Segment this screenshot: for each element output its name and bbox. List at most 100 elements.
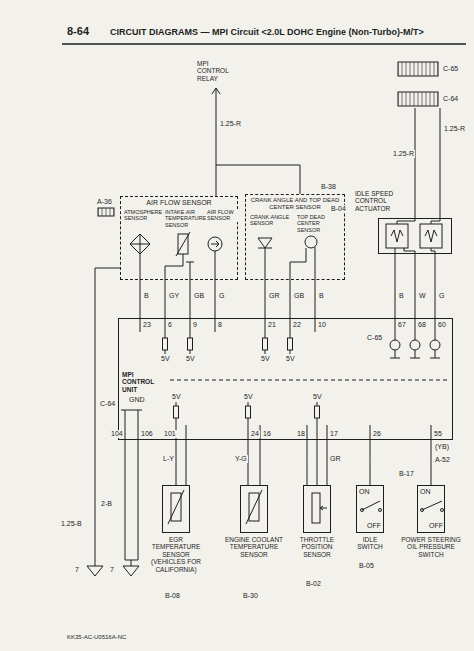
wire-label: B-30 [242,592,259,600]
driver-transistor [390,340,400,350]
wire-label: 5V [160,355,171,363]
page-title: CIRCUIT DIAGRAMS — MPI Circuit <2.0L DOH… [110,27,466,38]
resistor-symbol [186,425,431,440]
air-flow-sensor-symbol [190,262,191,318]
air-flow-sensor-symbol [95,268,120,566]
part-label: 1.25-R [443,125,466,133]
wire-label: C-65 [366,334,383,342]
wire-label: 60 [437,321,447,329]
part-label: C-64 [442,95,459,103]
wire-label: B-17 [398,470,415,478]
wire-label: 16 [262,430,272,438]
unit-divider [170,380,450,381]
wire-label: 5V [185,355,196,363]
wire-label: 7 [74,566,80,574]
air-flow-sensor-symbol [130,234,150,254]
connector-icon [398,62,438,76]
wire-label: 5V [243,393,254,401]
resistor-symbol [317,402,318,440]
connector-icon [98,62,438,216]
switch-symbol [379,509,382,512]
header-rule [62,44,466,45]
part-label: TOP DEAD CENTER SENSOR [296,214,344,233]
actuator-coil-symbol [435,254,436,318]
part-label: ATMOSPHERE SENSOR [123,209,163,222]
air-flow-sensor-symbol [95,232,222,566]
node-label: POWER STEERING OIL PRESSURE SWITCH [398,536,464,558]
crank-angle-sensor-symbol [258,238,272,248]
sensor-wire [186,440,327,485]
resistor-symbol [140,319,315,332]
crank-angle-sensor-symbol [258,236,317,318]
wire-label: C-64 [99,400,116,408]
control-unit: MPI CONTROL UNIT [118,318,453,440]
switch-symbol [362,501,380,510]
potentiometer-symbol [312,493,320,523]
wire-label: 23 [142,321,152,329]
wire-label: 2-B [100,500,113,508]
wire-label: B-02 [305,580,322,588]
wire-label: OFF [366,522,382,530]
wire-label: GB [293,292,305,300]
resistor-symbol [246,406,251,418]
air-flow-sensor-symbol [165,254,183,318]
power-wire [440,108,441,218]
resistor-symbol [290,319,291,354]
wire-label: Y-G [234,455,248,463]
wire-label: 6 [167,321,173,329]
actuator-coil-symbol [391,230,403,242]
ground-wire [125,440,138,566]
ground-wire [87,410,142,576]
signal-wire [265,280,266,318]
part-label: INTAKE AIR TEMPERATURE SENSOR [164,209,206,228]
signal-wire [395,254,396,318]
resistor-symbol [188,338,193,350]
wire-label: 7 [109,566,115,574]
wire-label: B [143,292,150,300]
air-flow-sensor-symbol [215,251,216,318]
sensor-housing [162,485,190,533]
part-label: A-36 [96,198,113,206]
wire-label: GND [128,396,146,404]
actuator-coil-symbol [420,224,442,248]
sensor-housing [240,485,268,533]
power-wire [216,165,217,196]
wire-label: ON [419,488,432,496]
part-label: MPI CONTROL RELAY [196,60,238,82]
node-label: IDLE SPEED CONTROL ACTUATOR [355,190,410,212]
part-label: 1.25-R [392,150,415,158]
driver-transistor [410,340,420,350]
wire-label: 106 [140,430,154,438]
actuator-coil-symbol [386,224,408,248]
wire-label: B [318,292,325,300]
connector-icon [98,208,114,216]
wire-label: G [438,292,445,300]
wire-label: 5V [171,393,182,401]
switch-symbol [441,509,444,512]
unit-divider [170,380,450,381]
wire-label: GY [168,292,180,300]
node-label: AIR FLOW SENSOR [123,199,235,207]
air-flow-sensor-symbol [176,232,190,256]
ground-wire [87,566,103,576]
wire-label: (YB) [434,443,450,451]
wire-label: 104 [110,430,124,438]
air-flow-sensor-symbol [208,237,222,251]
part-label: C-65 [442,65,459,73]
part-label: B-04 [330,205,347,213]
thermistor-symbol [246,490,262,524]
wire-label: 21 [267,321,277,329]
wire-label: 10 [317,321,327,329]
power-wire [212,88,220,94]
wire-label: B-05 [358,562,375,570]
air-flow-sensor-symbol [186,262,194,263]
wire-label: 26 [372,430,382,438]
text-holder: IDLE SPEED CONTROL ACTUATOR [355,190,410,216]
wire-label: 22 [292,321,302,329]
air-flow-sensor-symbol [211,241,219,247]
potentiometer-symbol [312,493,327,523]
resistor-symbol [265,319,266,354]
actuator-coil-symbol [386,218,442,318]
node-label: THROTTLE POSITION SENSOR [290,536,344,558]
